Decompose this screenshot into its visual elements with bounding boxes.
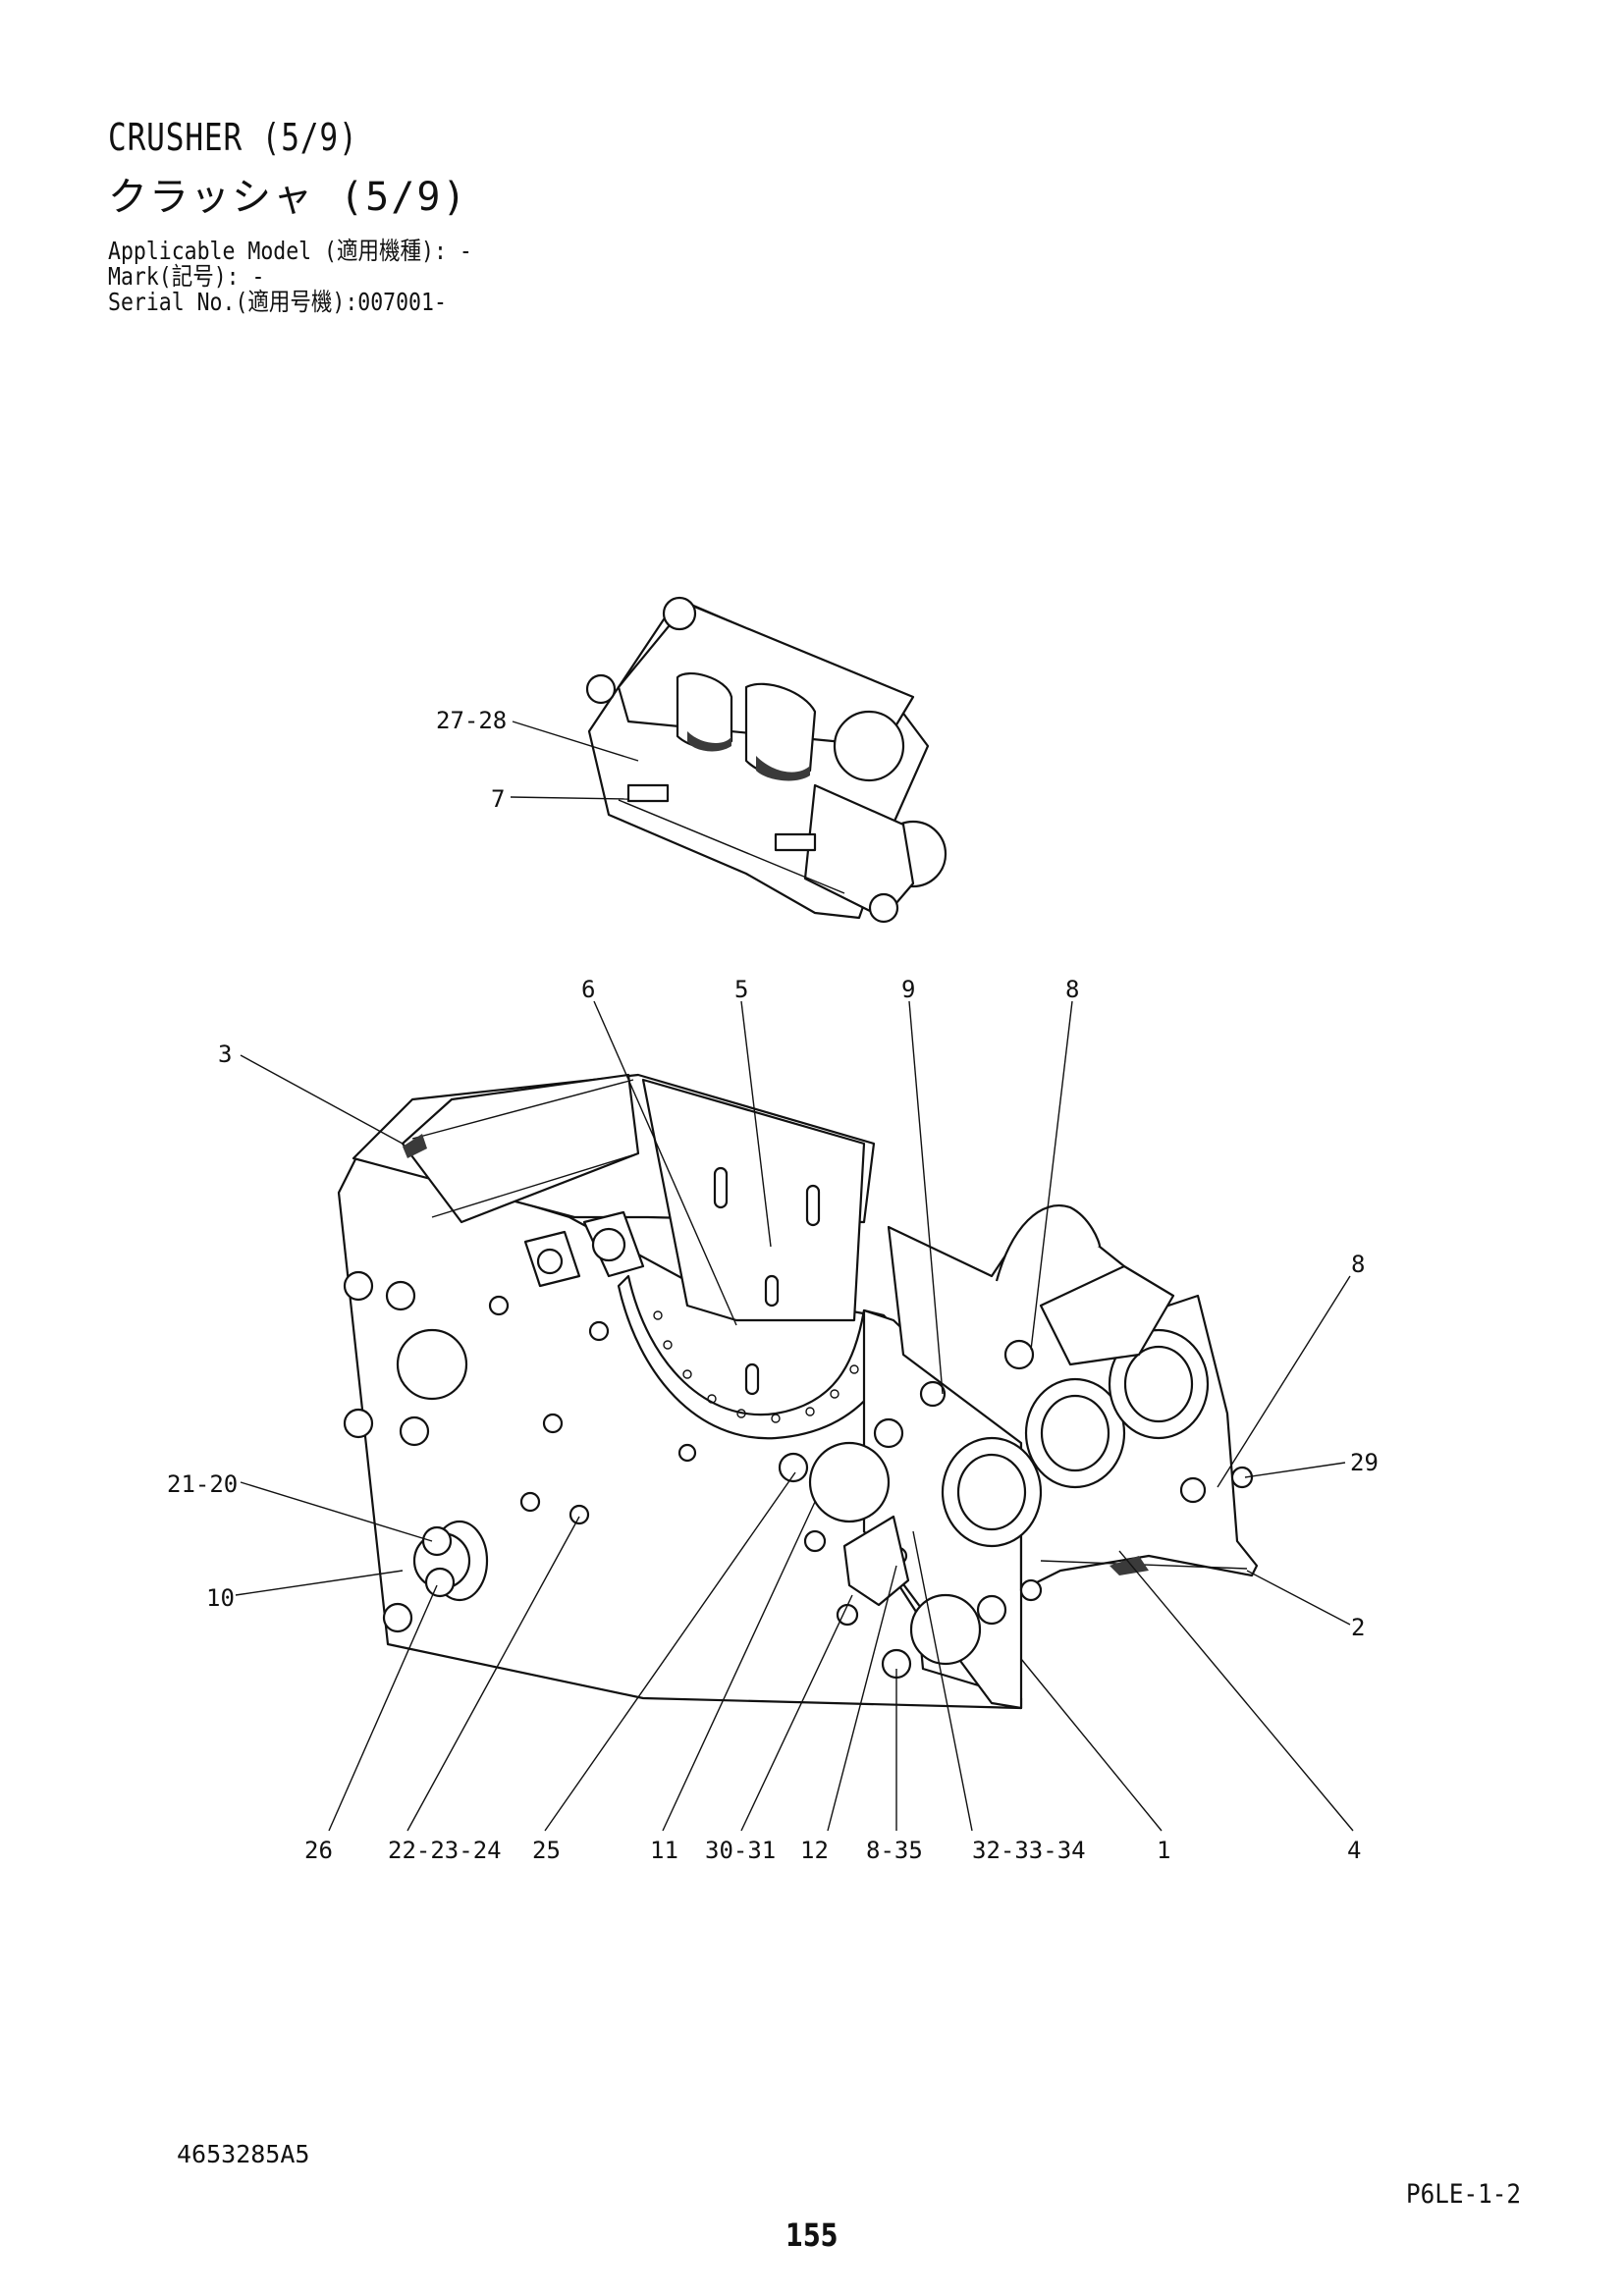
callout-21-20: 21-20 <box>167 1470 238 1498</box>
callout-25: 25 <box>532 1837 561 1864</box>
document-code: 4653285A5 <box>177 2140 310 2168</box>
callout-11: 11 <box>650 1837 678 1864</box>
bolt-heads <box>343 1270 1254 1680</box>
callout-26: 26 <box>304 1837 333 1864</box>
callout-1: 1 <box>1157 1837 1170 1864</box>
callout-12: 12 <box>800 1837 829 1864</box>
callout-7: 7 <box>491 785 505 813</box>
page-title-japanese: クラッシャ (5/9) <box>108 175 468 220</box>
callout-4: 4 <box>1347 1837 1361 1864</box>
callout-8-top: 8 <box>1065 976 1079 1003</box>
crusher-body-drawing <box>337 1073 1259 1710</box>
page-title: CRUSHER (5/9) <box>108 116 358 159</box>
callout-10: 10 <box>206 1584 235 1612</box>
callout-29: 29 <box>1350 1449 1379 1476</box>
mark: Mark(記号): - <box>108 262 265 291</box>
callout-27-28: 27-28 <box>436 707 507 734</box>
callout-9: 9 <box>901 976 915 1003</box>
callout-8-right: 8 <box>1351 1251 1365 1278</box>
callout-30-31: 30-31 <box>705 1837 776 1864</box>
callout-8-35: 8-35 <box>866 1837 923 1864</box>
callout-labels: 27-28 7 6 5 9 8 3 21-20 10 8 29 2 26 22-… <box>167 707 1379 1864</box>
callout-6: 6 <box>581 976 595 1003</box>
leader-lines <box>235 721 1354 1832</box>
callout-5: 5 <box>734 976 748 1003</box>
callout-3: 3 <box>218 1041 232 1068</box>
sheet-reference: P6LE-1-2 <box>1406 2179 1522 2210</box>
pivot-frame-drawing <box>585 596 947 924</box>
serial-number: Serial No.(適用号機):007001- <box>108 288 447 316</box>
page-number: 155 <box>785 2216 839 2254</box>
callout-2: 2 <box>1351 1614 1365 1641</box>
callout-22-23-24: 22-23-24 <box>388 1837 502 1864</box>
applicable-model: Applicable Model (適用機種): - <box>108 237 472 265</box>
callout-32-33-34: 32-33-34 <box>972 1837 1086 1864</box>
three-ring-plate <box>941 1328 1210 1548</box>
